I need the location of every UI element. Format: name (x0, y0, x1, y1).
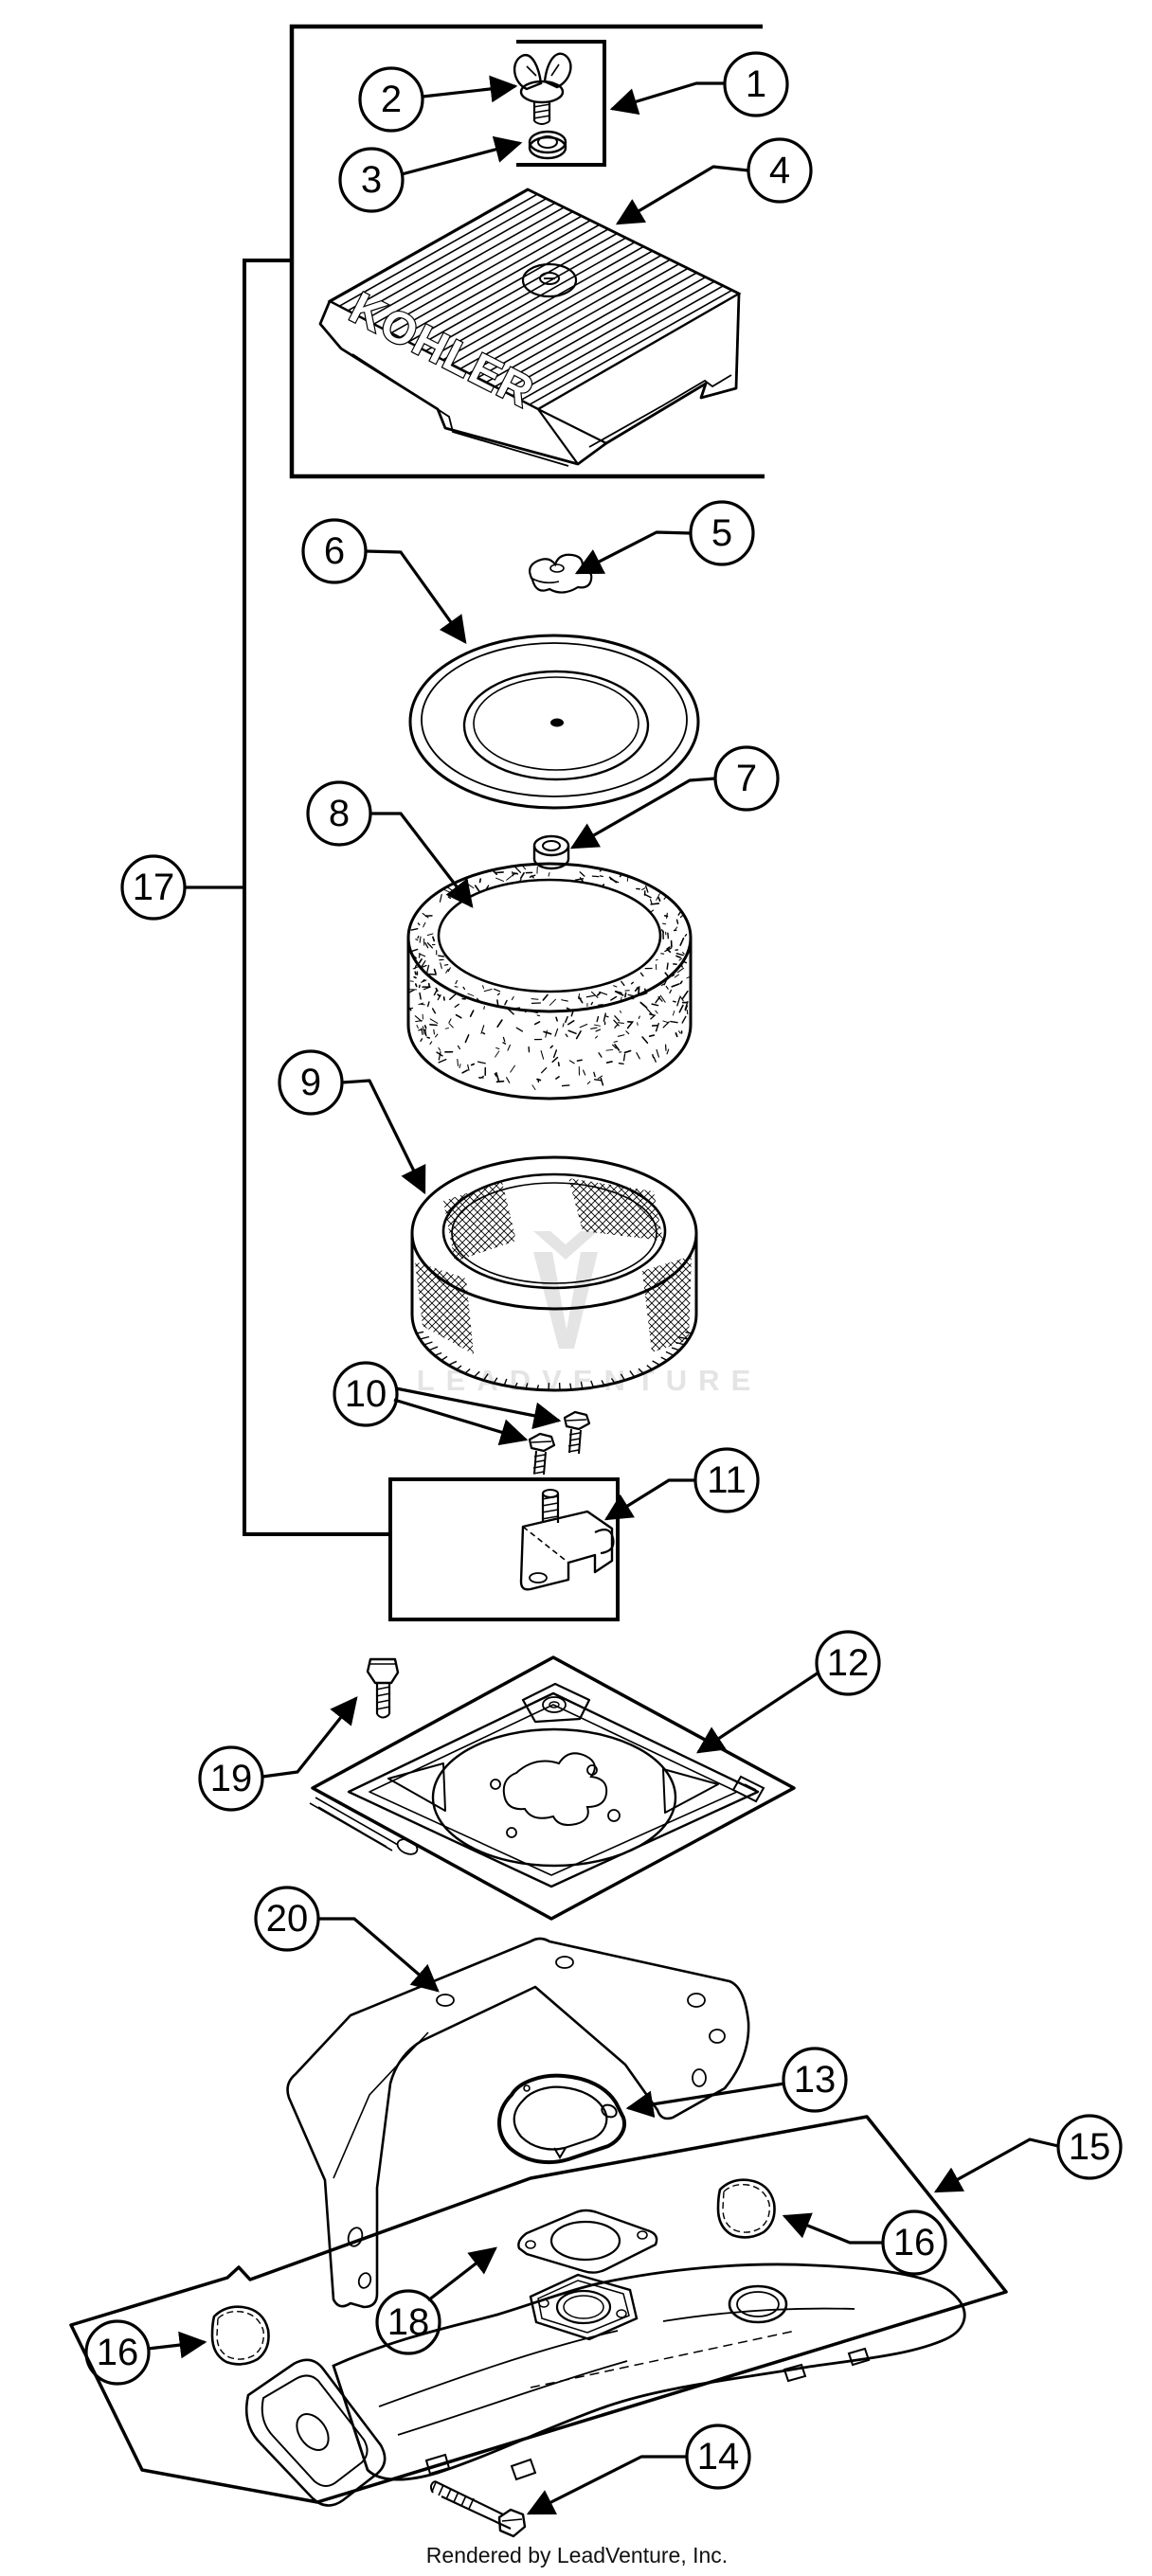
callout-15[interactable]: 15 (933, 2114, 1123, 2193)
watermark: LEADVENTURE (417, 1231, 763, 1397)
svg-text:16: 16 (893, 2222, 936, 2263)
callout-7[interactable]: 7 (569, 745, 780, 850)
part-cover-plate (408, 634, 700, 810)
part-stud-bracket (519, 1489, 615, 1591)
top-assembly-box (289, 24, 765, 479)
part-mounting-bracket (286, 1937, 750, 2309)
part-carb-gasket (517, 2209, 658, 2274)
callout-19[interactable]: 19 (198, 1696, 358, 1812)
callout-6[interactable]: 6 (301, 518, 467, 644)
part-carb-spacer (529, 2273, 639, 2341)
part-wing-nut (513, 52, 572, 125)
svg-text:17: 17 (133, 867, 175, 908)
svg-text:14: 14 (697, 2436, 740, 2478)
part-foam-element (406, 862, 693, 1100)
part-hex-bolts-pair (528, 1410, 591, 1476)
svg-text:7: 7 (736, 758, 757, 799)
callout-11[interactable]: 11 (603, 1447, 760, 1521)
svg-text:6: 6 (324, 530, 345, 572)
part-mounting-plate-outline (69, 2115, 1008, 2504)
callout-8[interactable]: 8 (306, 780, 474, 908)
callout-13[interactable]: 13 (625, 2047, 848, 2119)
callout-1[interactable]: 1 (609, 51, 789, 117)
callout-20[interactable]: 20 (254, 1886, 440, 1993)
callout-5[interactable]: 5 (574, 500, 755, 575)
callout-3[interactable]: 3 (338, 135, 523, 213)
svg-text:1: 1 (746, 63, 766, 105)
callout-9[interactable]: 9 (278, 1049, 426, 1195)
callout-16-left[interactable]: 16 (84, 2319, 207, 2386)
svg-text:10: 10 (345, 1373, 387, 1415)
part-screw (366, 1657, 400, 1719)
callouts: 1 2 3 4 5 6 7 (84, 51, 1123, 2515)
part-base-plate (309, 1655, 796, 1921)
part-manifold (244, 2263, 966, 2507)
svg-text:12: 12 (827, 1642, 870, 1684)
part-kohler-cover: KOHLER (318, 188, 742, 467)
svg-text:3: 3 (361, 159, 382, 201)
part-washer (528, 130, 567, 160)
rendered-by-footer: Rendered by LeadVenture, Inc. (426, 2543, 728, 2567)
svg-text:9: 9 (300, 1062, 321, 1103)
part-oring-right (716, 2178, 776, 2239)
part-flange-gasket (497, 2073, 626, 2165)
callout-10[interactable]: 10 (333, 1361, 562, 1446)
callout-14[interactable]: 14 (526, 2424, 751, 2515)
paper-pleat-ticks (416, 1331, 693, 1390)
callout-18[interactable]: 18 (375, 2246, 497, 2355)
group-17-bracket-line (243, 259, 390, 1536)
svg-text:8: 8 (329, 793, 350, 834)
leadventure-logo-mark (533, 1231, 598, 1349)
part-hex-bolt-long (429, 2480, 527, 2538)
svg-text:16: 16 (97, 2332, 139, 2373)
svg-text:11: 11 (707, 1459, 747, 1501)
callout-12[interactable]: 12 (695, 1630, 881, 1754)
svg-text:18: 18 (387, 2301, 430, 2343)
svg-text:20: 20 (266, 1898, 309, 1940)
svg-text:2: 2 (381, 79, 402, 120)
callout-16-right[interactable]: 16 (782, 2209, 947, 2276)
part-retainer-clip (528, 553, 593, 594)
svg-text:13: 13 (794, 2059, 837, 2101)
bracket-11-box (388, 1477, 620, 1621)
callout-17[interactable]: 17 (120, 854, 244, 921)
svg-text:15: 15 (1069, 2126, 1111, 2168)
part-grommet (532, 834, 570, 870)
svg-text:19: 19 (210, 1758, 253, 1799)
svg-text:4: 4 (769, 150, 790, 191)
callout-4[interactable]: 4 (615, 137, 813, 225)
leadventure-watermark-text: LEADVENTURE (417, 1364, 763, 1397)
callout-2[interactable]: 2 (358, 66, 518, 133)
part-oring-left (210, 2305, 270, 2366)
svg-text:5: 5 (711, 512, 732, 554)
